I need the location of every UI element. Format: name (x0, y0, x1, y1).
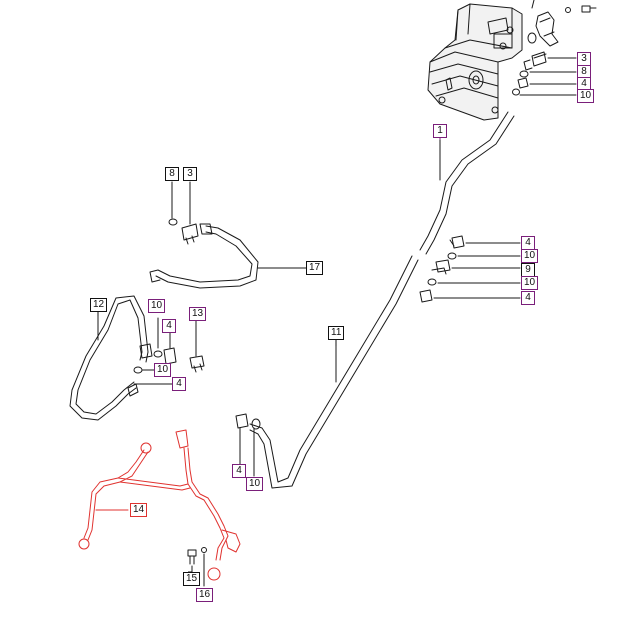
pipe-12 (69, 295, 153, 421)
callout-11[interactable]: 11 (328, 326, 345, 340)
callout-13[interactable]: 13 (189, 307, 207, 321)
callout-3[interactable]: 3 (577, 52, 591, 66)
callout-15[interactable]: 15 (183, 572, 201, 586)
lower-middle-fittings (235, 413, 261, 477)
pipe-17 (149, 223, 307, 289)
callout-10[interactable]: 10 (521, 249, 539, 263)
callout-17[interactable]: 17 (306, 261, 324, 275)
wiring-harness-14 (78, 429, 241, 581)
elbow-fitting (527, 0, 597, 47)
callout-10[interactable]: 10 (148, 299, 166, 313)
callout-10[interactable]: 10 (577, 89, 595, 103)
callout-9[interactable]: 9 (521, 263, 535, 277)
middle-fittings (419, 235, 521, 303)
left-fittings (133, 317, 205, 385)
pipe-11 (249, 255, 419, 489)
callout-4[interactable]: 4 (172, 377, 186, 391)
pump-fittings (512, 51, 577, 96)
callout-3[interactable]: 3 (183, 167, 197, 181)
callout-10[interactable]: 10 (154, 363, 172, 377)
pipe-1 (419, 111, 515, 255)
callout-14[interactable]: 14 (130, 503, 148, 517)
callout-4[interactable]: 4 (521, 291, 535, 305)
callout-12[interactable]: 12 (90, 298, 108, 312)
callout-4[interactable]: 4 (162, 319, 176, 333)
callout-10[interactable]: 10 (521, 276, 539, 290)
callout-1[interactable]: 1 (433, 124, 447, 138)
callout-4[interactable]: 4 (232, 464, 246, 478)
callout-8[interactable]: 8 (165, 167, 179, 181)
callout-4[interactable]: 4 (521, 236, 535, 250)
small-parts (187, 547, 207, 587)
callout-16[interactable]: 16 (196, 588, 214, 602)
upper-left-fittings (168, 181, 199, 245)
hydraulic-pump (427, 3, 523, 121)
callout-10[interactable]: 10 (246, 477, 264, 491)
